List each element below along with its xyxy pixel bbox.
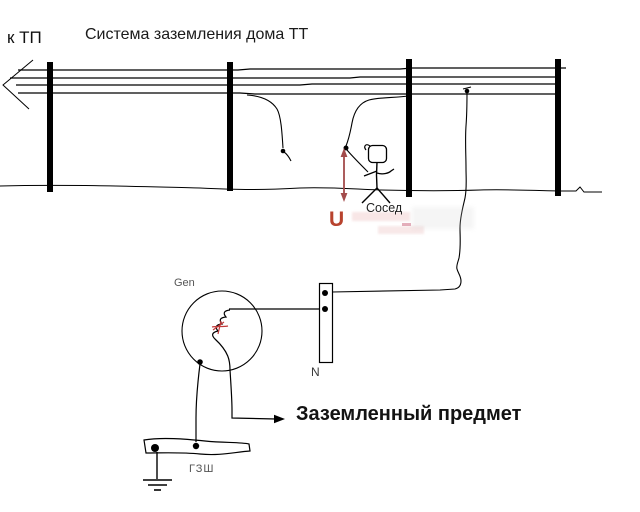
dangling-wire-neighbor: [343, 95, 409, 173]
label-to-substation: к ТП: [7, 28, 42, 47]
direction-arrow-icon: [2, 59, 34, 110]
label-neighbor: Сосед: [366, 201, 403, 215]
generator-fault-mark: [211, 320, 229, 335]
dangling-wire-left: [246, 94, 292, 162]
generator-symbol: [181, 290, 263, 372]
main-ground-busbar: [143, 437, 251, 456]
label-touch-voltage: U: [329, 208, 345, 231]
label-generator: Gen: [174, 277, 195, 289]
utility-poles: [47, 59, 561, 197]
label-main-ground-bus: ГЗШ: [189, 463, 215, 475]
overhead-wires: [10, 67, 566, 95]
wire-gen-to-ground-bus: [195, 363, 201, 442]
wire-grounded-object: [229, 369, 285, 424]
terrain-line: [0, 184, 602, 193]
voltage-arrow: [340, 148, 348, 202]
earth-ground-icon: [143, 452, 172, 491]
label-grounded-object: Заземленный предмет: [296, 403, 522, 425]
diagram-title: Система заземления дома ТТ: [85, 26, 309, 43]
wire-neutral-to-line: [331, 86, 472, 293]
neighbor-figure: [361, 144, 395, 204]
label-neutral-bus: N: [311, 365, 320, 379]
neutral-busbar: [318, 282, 334, 364]
